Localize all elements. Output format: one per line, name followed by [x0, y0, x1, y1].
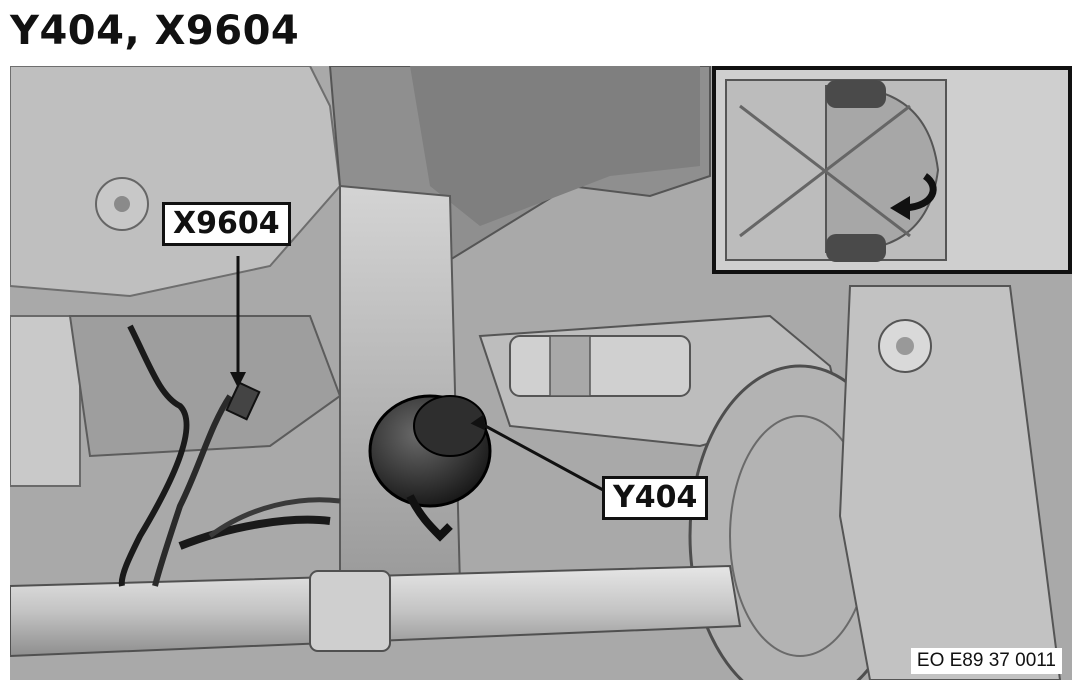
- harness-wire-1: [118, 324, 190, 587]
- caliper-cylinder: [509, 335, 691, 397]
- caliper-ring: [549, 335, 591, 397]
- reference-code: EO E89 37 0011: [910, 648, 1062, 674]
- inset-wheel-top: [826, 80, 886, 108]
- vertical-strut: [339, 184, 462, 587]
- y404-pointer-line: [477, 420, 606, 493]
- inset-arrow-curve: [904, 173, 937, 212]
- technical-illustration: X9604 Y404 EO E89 37 0011: [10, 66, 1072, 680]
- control-arm-bushing: [309, 570, 391, 652]
- x9604-label: X9604: [162, 202, 291, 246]
- body-panel-shadow: [410, 66, 700, 226]
- x9604-connector: [225, 381, 261, 421]
- x9604-pointer-arrowhead: [230, 372, 246, 388]
- y404-pointer-arrowhead: [470, 414, 486, 431]
- subframe-section: [68, 315, 342, 458]
- curved-arrow-icon: [890, 196, 910, 220]
- left-component: [10, 315, 81, 487]
- mount-bolt: [114, 196, 130, 212]
- harness-wire-2: [152, 394, 233, 587]
- harness-wire-4: [208, 497, 341, 539]
- page-title: Y404, X9604: [10, 8, 300, 54]
- harness-wire-3: [178, 515, 331, 550]
- y404-solenoid: [368, 394, 492, 542]
- wheel-carrier: [838, 285, 1062, 680]
- inset-overview: [712, 66, 1072, 274]
- carrier-bolt: [896, 337, 914, 355]
- inset-wheel-bottom: [826, 234, 886, 262]
- y404-label: Y404: [602, 476, 709, 520]
